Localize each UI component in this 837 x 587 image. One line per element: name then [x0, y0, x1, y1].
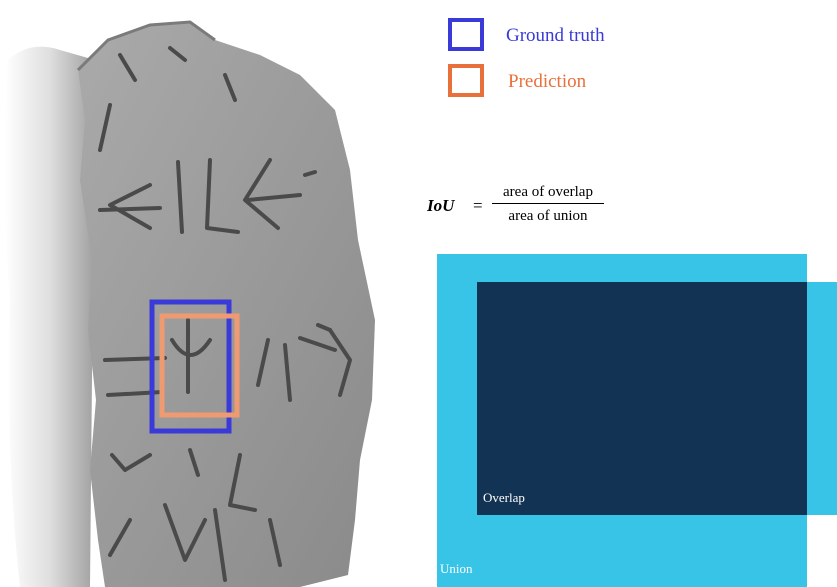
iou-formula: IoU = area of overlap area of union — [427, 183, 647, 233]
formula-denominator: area of union — [492, 207, 604, 225]
prediction-overhang-region — [807, 282, 837, 515]
overlap-label: Overlap — [483, 490, 525, 506]
formula-fraction: area of overlap area of union — [492, 183, 604, 225]
formula-lhs: IoU — [427, 196, 454, 216]
ground-truth-legend-swatch — [448, 18, 484, 51]
union-label: Union — [440, 561, 473, 577]
formula-numerator: area of overlap — [492, 183, 604, 201]
prediction-legend-label: Prediction — [508, 71, 586, 93]
fraction-bar — [492, 203, 604, 204]
ground-truth-legend-label: Ground truth — [506, 25, 605, 47]
overlap-region — [477, 282, 807, 515]
formula-equals: = — [473, 196, 483, 216]
tablet-photo — [0, 0, 420, 587]
prediction-legend-swatch — [448, 64, 484, 97]
